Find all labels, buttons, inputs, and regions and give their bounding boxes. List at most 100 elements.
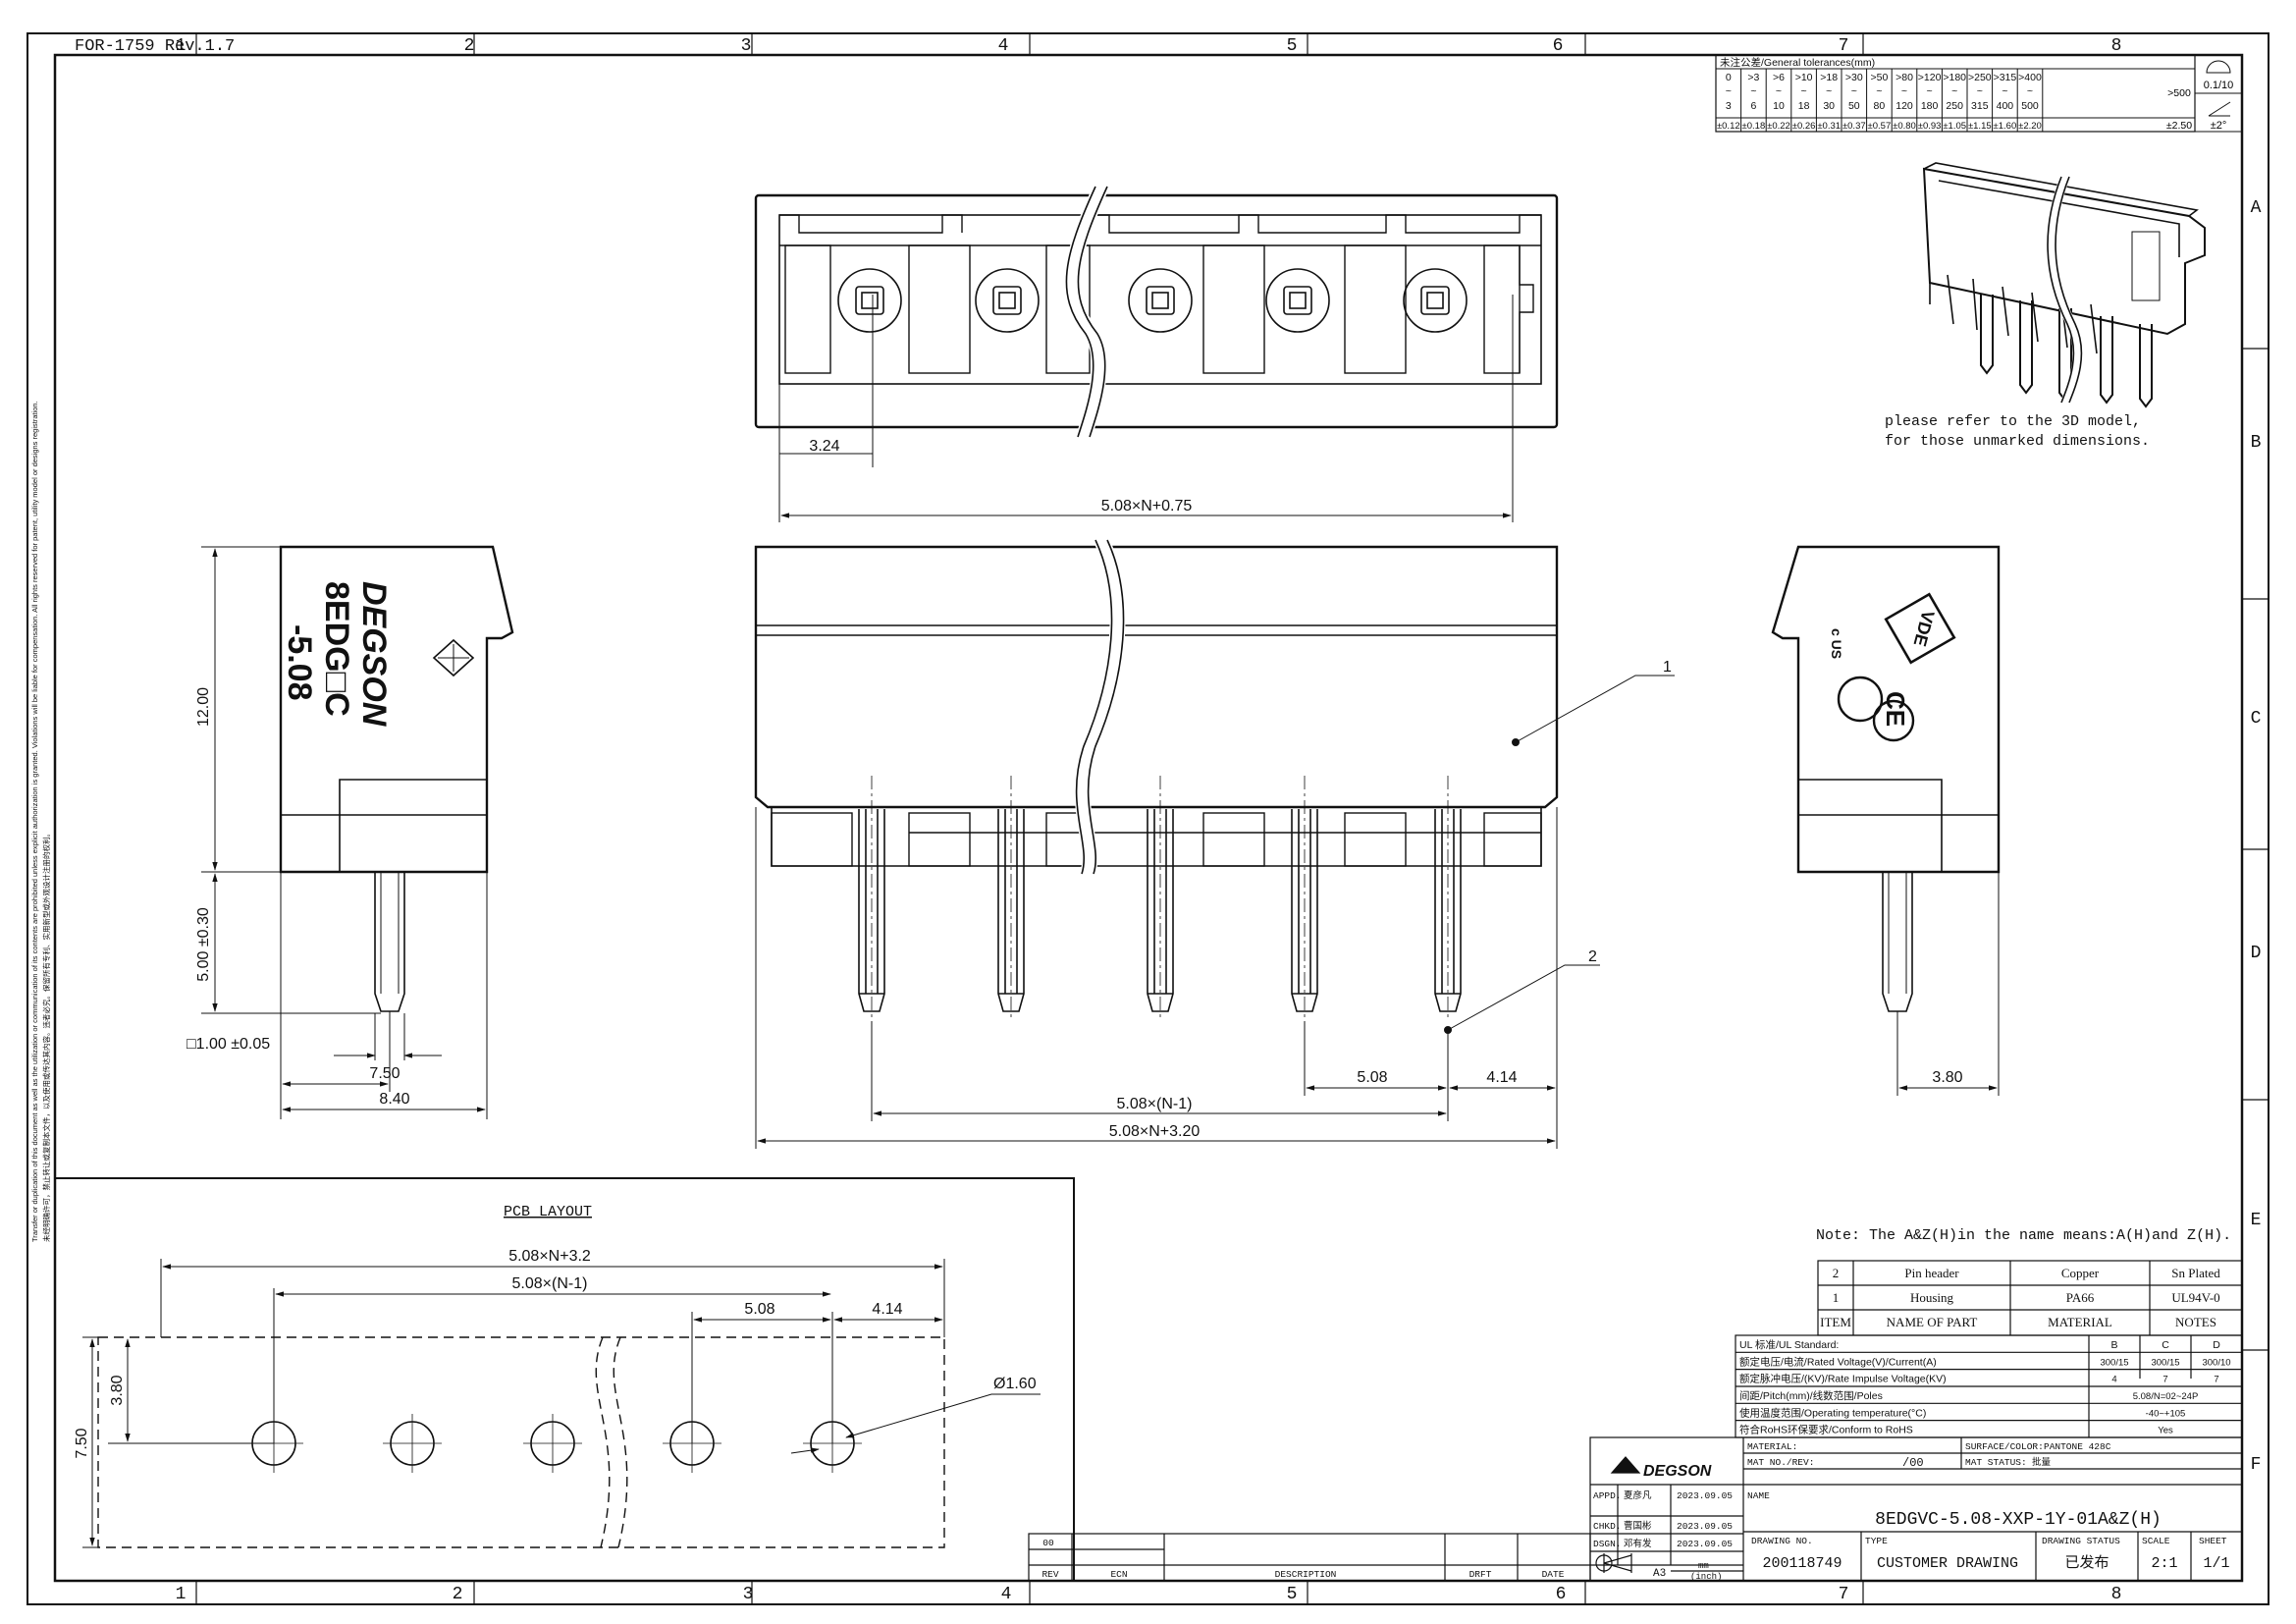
tol-wave-7: ~	[1901, 85, 1907, 97]
tol-to-7: 120	[1896, 100, 1913, 112]
tol-wave-9: ~	[1951, 85, 1957, 97]
pcb-hole-diameter: Ø1.60	[993, 1376, 1037, 1392]
model-ref-line1: please refer to the 3D model,	[1885, 413, 2141, 430]
col-label-6: 6	[1553, 36, 1564, 56]
front-pin-1	[858, 809, 885, 1012]
top-screw-inner-5	[1426, 292, 1444, 309]
rev-header-date: DATE	[1542, 1569, 1565, 1580]
col-label-4: 4	[998, 36, 1009, 56]
ratings-row-label-1: 额定脉冲电压/(KV)/Rate Impulse Voltage(KV)	[1739, 1373, 1947, 1385]
row-label-d: D	[2251, 944, 2262, 963]
front-segment-5	[1344, 812, 1407, 867]
top-screw-4	[1283, 286, 1312, 315]
parts-row1-material: PA66	[2066, 1290, 2095, 1305]
tol-wave-4: ~	[1826, 85, 1832, 97]
top-screw-inner-2	[998, 292, 1016, 309]
iso-3d-view	[1922, 162, 2206, 408]
form-code: FOR-1759 Rev.1.7	[75, 37, 235, 56]
ratings-row-c-1: 7	[2163, 1375, 2167, 1385]
parts-row2-notes: Sn Plated	[2171, 1266, 2220, 1280]
parts-table	[1817, 1260, 2243, 1336]
col-label-8: 8	[2111, 36, 2122, 56]
dim-7-50: 7.50	[369, 1065, 400, 1082]
dim-8-40: 8.40	[379, 1091, 409, 1108]
tol-value-2: ±0.22	[1767, 121, 1790, 132]
front-pin-4	[1291, 809, 1318, 1012]
dim-3-24: 3.24	[809, 438, 839, 455]
top-screw-inner-1	[861, 292, 879, 309]
parts-row1-item: 1	[1833, 1290, 1840, 1305]
drawing-no: 200118749	[1762, 1555, 1842, 1572]
ratings-row-c-0: 300/15	[2151, 1357, 2179, 1368]
front-segment-2	[908, 812, 971, 867]
model-ref-line2: for those unmarked dimensions.	[1885, 433, 2150, 450]
pcb-dim-5-08: 5.08	[744, 1301, 774, 1318]
parts-header-item: ITEM	[1820, 1315, 1851, 1329]
parts-header-name: NAME OF PART	[1887, 1315, 1978, 1329]
dsgn-label: DSGN.	[1593, 1539, 1622, 1549]
tol-wave-10: ~	[1977, 85, 1983, 97]
top-hole-2	[975, 268, 1040, 333]
tol-value-12: ±2.20	[2018, 121, 2042, 132]
parts-row2-material: Copper	[2061, 1266, 2100, 1280]
side-series: 8EDG□C	[318, 581, 355, 717]
parts-header-material: MATERIAL	[2048, 1315, 2112, 1329]
parts-header-notes: NOTES	[2175, 1315, 2216, 1329]
dim-pin-square: □1.00 ±0.05	[187, 1036, 270, 1053]
tol-to-2: 10	[1773, 100, 1785, 112]
front-segment-6	[1483, 812, 1542, 867]
col-label-3: 3	[741, 36, 752, 56]
ratings-row-label-4: 符合RoHS环保要求/Conform to RoHS	[1739, 1424, 1913, 1436]
tol-from-3: >10	[1795, 72, 1813, 83]
col-label-5b: 5	[1287, 1585, 1298, 1604]
scale-label: SCALE	[2142, 1536, 2170, 1546]
tol-value-8: ±0.93	[1918, 121, 1942, 132]
top-screw-inner-3	[1151, 292, 1169, 309]
rev-header-ecn: ECN	[1110, 1569, 1127, 1580]
dim-n-1: 5.08×(N-1)	[1117, 1096, 1193, 1112]
tol-to-10: 315	[1971, 100, 1989, 112]
row-label-c: C	[2251, 709, 2262, 729]
col-label-5: 5	[1287, 36, 1298, 56]
surface-value: PANTONE 428C	[2044, 1441, 2111, 1452]
tolerance-table: 未注公差/General tolerances(mm) 0~3±0.12>3~6…	[1715, 54, 2242, 133]
pcb-dim-4-14: 4.14	[872, 1301, 902, 1318]
scale-value: 2:1	[2151, 1555, 2177, 1572]
tol-value-4: ±0.31	[1817, 121, 1841, 132]
revision-table	[1028, 1533, 1591, 1582]
top-hole-1	[837, 268, 902, 333]
top-screw-2	[992, 286, 1022, 315]
tol-value-1: ±0.18	[1742, 121, 1766, 132]
side-brand: DEGSON	[355, 581, 393, 728]
appd-name: 夏彦凡	[1624, 1489, 1652, 1501]
tol-value-11: ±1.60	[1994, 121, 2017, 132]
row-label-b: B	[2251, 433, 2262, 453]
col-label-3b: 3	[743, 1585, 754, 1604]
front-pin-5	[1434, 809, 1462, 1012]
parts-row2-name: Pin header	[1904, 1266, 1959, 1280]
ratings-header-label: UL 标准/UL Standard:	[1739, 1339, 1839, 1351]
tol-value-7: ±0.80	[1893, 121, 1916, 132]
tol-wave-6: ~	[1876, 85, 1882, 97]
front-segment-4	[1202, 812, 1265, 867]
tol-wave-11: ~	[2002, 85, 2007, 97]
dim-12-00: 12.00	[195, 687, 212, 727]
mat-no-value: /00	[1902, 1456, 1924, 1470]
tol-to-3: 18	[1798, 100, 1810, 112]
tol-to-12: 500	[2021, 100, 2039, 112]
appd-date: 2023.09.05	[1677, 1490, 1733, 1501]
col-label-8b: 8	[2111, 1585, 2122, 1604]
row-label-e: E	[2251, 1211, 2262, 1230]
material-label: MATERIAL:	[1747, 1441, 1797, 1452]
callout-1: 1	[1663, 659, 1672, 676]
chkd-label: CHKD.	[1593, 1521, 1622, 1532]
ratings-header-b: B	[2110, 1339, 2117, 1351]
ratings-row-b-1: 4	[2111, 1375, 2116, 1385]
col-label-7b: 7	[1839, 1585, 1849, 1604]
tol-from-12: >400	[2018, 72, 2042, 83]
ratings-row-d-0: 300/10	[2202, 1357, 2230, 1368]
tol-wave-8: ~	[1927, 85, 1933, 97]
front-view	[754, 536, 1675, 1149]
tol-to-6: 80	[1874, 100, 1886, 112]
